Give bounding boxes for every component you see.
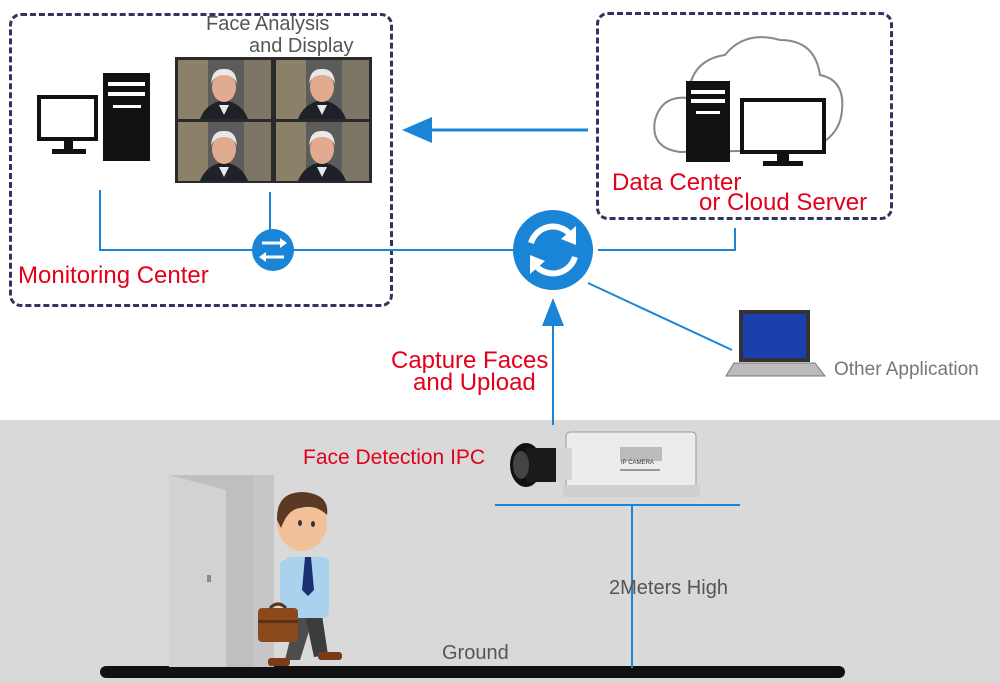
desktop-monitor-icon	[37, 95, 98, 154]
face-tile	[276, 60, 369, 119]
laptop-icon	[725, 310, 827, 377]
face-detection-ipc-label: Face Detection IPC	[303, 446, 486, 469]
ground-area	[0, 420, 1000, 683]
monitoring-center-label: Monitoring Center	[18, 262, 209, 289]
arrow-to-monitoring-icon	[402, 117, 588, 143]
face-analysis-label-line2: and Display	[249, 35, 354, 57]
door-icon	[169, 475, 274, 667]
server-monitor-icon	[740, 98, 826, 166]
data-center-box	[596, 12, 893, 220]
ground-line	[100, 666, 845, 678]
person-with-briefcase-icon	[258, 492, 342, 666]
data-center-label-line2: or Cloud Server	[699, 189, 868, 216]
sync-router-icon	[513, 210, 593, 290]
arrow-up-icon	[542, 298, 564, 326]
face-analysis-label-line1: Face Analysis	[206, 13, 330, 35]
capture-faces-label-line1: Capture Faces	[391, 347, 549, 374]
pc-tower-icon	[103, 73, 150, 161]
face-tile	[178, 122, 271, 181]
data-center-label-line1: Data Center	[612, 169, 742, 196]
server-tower-icon	[686, 81, 730, 162]
face-tile	[276, 122, 369, 181]
camera-body-text: IP CAMERA	[621, 460, 654, 466]
ip-camera-icon	[495, 431, 740, 668]
face-tile	[178, 60, 271, 119]
network-switch-icon	[252, 229, 294, 271]
ground-label: Ground	[442, 642, 509, 664]
other-application-label: Other Application	[834, 359, 979, 380]
connection-lines	[99, 190, 736, 425]
face-video-wall	[175, 57, 372, 183]
height-label: 2Meters High	[609, 577, 728, 599]
monitoring-center-box	[9, 13, 393, 307]
capture-faces-label-line2: and Upload	[413, 369, 536, 396]
